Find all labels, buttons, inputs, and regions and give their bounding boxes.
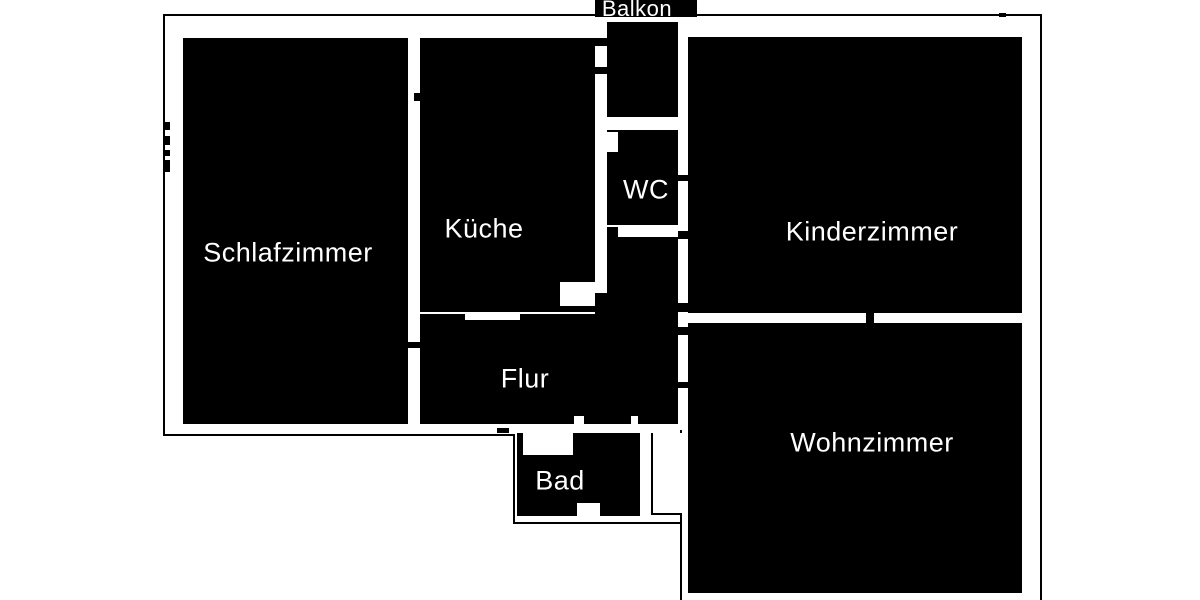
wall-tick-east xyxy=(678,175,688,181)
outline-bad-left xyxy=(513,434,515,524)
label-bad: Bad xyxy=(535,465,585,496)
room-flur-sliver xyxy=(595,293,607,320)
wall-tick-bad-band xyxy=(497,428,509,433)
room-wohnzimmer xyxy=(688,323,1022,593)
outline-mid-right xyxy=(680,430,682,600)
room-kinderzimmer xyxy=(688,37,1022,313)
wc-shaft-niche xyxy=(607,132,618,152)
outline-left xyxy=(163,14,165,436)
left-wall-tick xyxy=(164,136,170,145)
outline-bad-bottom xyxy=(513,522,682,524)
bad-door-notch xyxy=(577,503,600,516)
label-wohnzimmer: Wohnzimmer xyxy=(790,427,954,458)
outline-bottom-left xyxy=(163,434,515,436)
kueche-window-niche xyxy=(560,282,595,306)
wall-tick-east xyxy=(678,303,688,312)
bad-niche xyxy=(523,433,573,455)
flur-door-notch xyxy=(574,416,584,424)
label-kueche: Küche xyxy=(444,213,524,244)
label-wc: WC xyxy=(623,174,669,205)
left-wall-tick xyxy=(164,122,170,130)
wall-tick-schlaf-flur xyxy=(408,342,420,348)
wall-tick-kinder-wohn xyxy=(866,313,874,323)
label-schlafzimmer: Schlafzimmer xyxy=(203,237,373,268)
left-wall-tick xyxy=(164,160,170,172)
wall-tick-east xyxy=(678,231,688,239)
balkon-vestibule xyxy=(607,22,678,117)
bad-side-closet xyxy=(651,433,682,515)
wall-tick-kueche-west xyxy=(414,93,420,101)
label-flur: Flur xyxy=(500,363,550,394)
wall-tick-kueche-wc xyxy=(595,67,607,74)
room-kueche xyxy=(420,38,595,312)
wall-tick-east xyxy=(678,382,688,388)
room-flur-column xyxy=(607,237,678,320)
balkon-bar xyxy=(595,0,697,17)
label-kinderzimmer: Kinderzimmer xyxy=(785,216,959,247)
label-balkon: Balkon xyxy=(601,0,673,21)
wall-tick-east xyxy=(678,327,688,335)
wall-seg-kueche-flur xyxy=(420,314,465,320)
top-wall-tick xyxy=(999,13,1006,17)
room-schlafzimmer xyxy=(183,38,408,424)
wall-seg-kueche-flur xyxy=(520,314,605,320)
left-wall-tick xyxy=(164,150,170,156)
flur-door-notch xyxy=(631,416,638,424)
room-flur-main xyxy=(420,320,678,424)
room-wc xyxy=(607,130,678,225)
wall-tick-kueche-wc xyxy=(595,38,607,46)
wall-tick-wc-door xyxy=(607,227,618,237)
outline-right xyxy=(1040,14,1042,600)
